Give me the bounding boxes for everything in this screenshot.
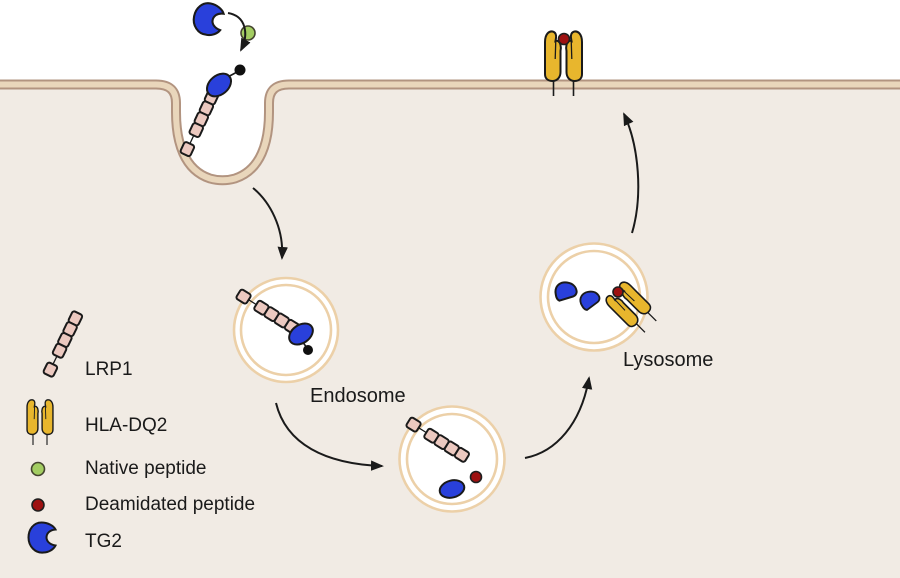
legend-item-lrp1: LRP1 bbox=[41, 309, 133, 380]
deamidated-peptide-icon bbox=[557, 32, 571, 46]
late-endosome-vesicle bbox=[398, 405, 506, 513]
lysosome-label: Lysosome bbox=[623, 349, 713, 371]
plasma-membrane bbox=[0, 79, 900, 186]
released-tg2-icon bbox=[438, 479, 466, 499]
legend-item-tg2: TG2 bbox=[27, 521, 122, 554]
bound-peptide-icon bbox=[303, 345, 313, 355]
legend-item-hla-dq2: HLA-DQ2 bbox=[27, 400, 167, 445]
deamidated-peptide-icon bbox=[612, 286, 624, 298]
native-peptide-icon bbox=[240, 25, 256, 41]
deamidated-peptide-icon bbox=[469, 470, 483, 484]
legend-label: HLA-DQ2 bbox=[85, 415, 167, 436]
endosome-maturation-arrow bbox=[275, 402, 384, 471]
extracellular-space bbox=[0, 0, 900, 181]
bound-tg2-icon bbox=[205, 72, 233, 98]
tg2-binding-arrow bbox=[227, 12, 251, 52]
endosome-label: Endosome bbox=[310, 385, 406, 407]
bound-tg2-icon bbox=[288, 322, 314, 346]
endocytosis-arrow bbox=[252, 187, 288, 260]
vesicle-to-lysosome-arrow bbox=[524, 376, 593, 459]
surface-hla-dq2 bbox=[545, 31, 582, 96]
legend-label: TG2 bbox=[85, 531, 122, 552]
legend-label: Deamidated peptide bbox=[85, 494, 255, 515]
legend-label: LRP1 bbox=[85, 359, 133, 380]
lrp1-receptor-pit bbox=[178, 64, 246, 158]
native-peptide-icon bbox=[30, 461, 46, 477]
legend-item-native-peptide: Native peptide bbox=[30, 458, 206, 479]
surface-presentation-arrow bbox=[623, 112, 640, 234]
deamidated-peptide-icon bbox=[31, 498, 45, 512]
legend-label: Native peptide bbox=[85, 458, 206, 479]
bound-peptide-icon bbox=[234, 64, 246, 76]
endosome-vesicle bbox=[232, 276, 340, 384]
legend: LRP1 HLA-DQ2 Native peptide Deamidated p… bbox=[27, 309, 255, 554]
legend-item-deamidated-peptide: Deamidated peptide bbox=[31, 494, 255, 515]
lysosome-vesicle bbox=[539, 242, 662, 352]
